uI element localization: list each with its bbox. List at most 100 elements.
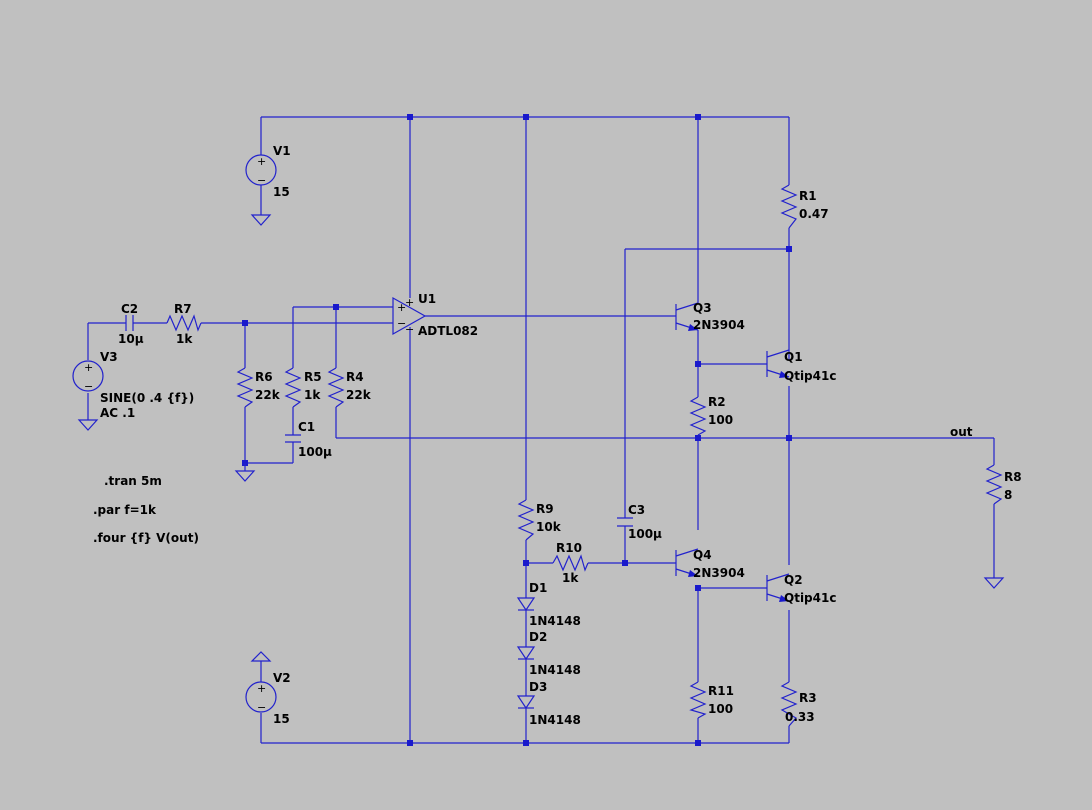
- r3-value: 0.33: [785, 710, 815, 724]
- resistor-r3[interactable]: R3 0.33: [780, 681, 817, 727]
- diode-d1[interactable]: D1 1N4148: [516, 581, 581, 628]
- r9-value: 10k: [536, 520, 562, 534]
- junction-dot: [695, 114, 701, 120]
- resistor-r9[interactable]: R9 10k: [517, 499, 562, 541]
- q3-value: 2N3904: [693, 318, 745, 332]
- source-v3[interactable]: + − V3 SINE(0 .4 {f}) AC .1: [72, 350, 194, 420]
- v1-name: V1: [273, 144, 291, 158]
- c2-name: C2: [121, 302, 138, 316]
- junction-dot: [622, 560, 628, 566]
- transistor-q2[interactable]: Q2 Qtip41c: [766, 573, 836, 605]
- q3-name: Q3: [693, 301, 712, 315]
- r11-name: R11: [708, 684, 734, 698]
- v3-name: V3: [100, 350, 118, 364]
- r5-value: 1k: [304, 388, 321, 402]
- junction-dot: [786, 435, 792, 441]
- r8-name: R8: [1004, 470, 1022, 484]
- r10-value: 1k: [562, 571, 579, 585]
- resistor-r11[interactable]: R11 100: [689, 681, 734, 719]
- v2-name: V2: [273, 671, 291, 685]
- r2-name: R2: [708, 395, 726, 409]
- junction-dot: [695, 740, 701, 746]
- q2-value: Qtip41c: [784, 591, 836, 605]
- spice-directives[interactable]: .tran 5m .par f=1k .four {f} V(out): [93, 474, 199, 545]
- junction-dot: [695, 585, 701, 591]
- directive-param[interactable]: .par f=1k: [93, 503, 157, 517]
- source-v1[interactable]: + − V1 15: [245, 144, 291, 199]
- plus-sign: +: [257, 155, 266, 168]
- plus-sign: +: [397, 301, 406, 314]
- opamp-u1[interactable]: + − + − U1 ADTL082: [392, 292, 478, 338]
- r4-value: 22k: [346, 388, 372, 402]
- v1-value: 15: [273, 185, 290, 199]
- d3-value: 1N4148: [529, 713, 581, 727]
- v3-value: SINE(0 .4 {f}): [100, 391, 194, 405]
- resistor-r2[interactable]: R2 100: [689, 395, 733, 436]
- directive-four[interactable]: .four {f} V(out): [93, 531, 199, 545]
- resistor-r5[interactable]: R5 1k: [284, 367, 322, 408]
- transistor-q3[interactable]: Q3 2N3904: [675, 301, 745, 332]
- capacitor-c1[interactable]: C1 100µ: [285, 420, 332, 459]
- plus-sign: +: [405, 296, 414, 309]
- c3-name: C3: [628, 503, 645, 517]
- junctions: [242, 114, 792, 746]
- resistor-r7[interactable]: R7 1k: [166, 302, 202, 346]
- diode-d3[interactable]: D3 1N4148: [516, 680, 581, 727]
- junction-dot: [695, 361, 701, 367]
- resistor-r6[interactable]: R6 22k: [236, 367, 281, 408]
- r10-name: R10: [556, 541, 582, 555]
- transistor-q4[interactable]: Q4 2N3904: [675, 548, 745, 580]
- junction-dot: [523, 740, 529, 746]
- r2-value: 100: [708, 413, 733, 427]
- resistor-r8[interactable]: R8 8: [985, 464, 1022, 505]
- c1-value: 100µ: [298, 445, 332, 459]
- resistor-r4[interactable]: R4 22k: [327, 367, 372, 408]
- junction-dot: [333, 304, 339, 310]
- d1-name: D1: [529, 581, 547, 595]
- directive-tran[interactable]: .tran 5m: [104, 474, 162, 488]
- ground-icon: [250, 214, 272, 226]
- resistor-r1[interactable]: R1 0.47: [780, 184, 829, 229]
- r6-name: R6: [255, 370, 273, 384]
- q1-value: Qtip41c: [784, 369, 836, 383]
- u1-name: U1: [418, 292, 436, 306]
- capacitor-c2[interactable]: C2 10µ: [118, 302, 144, 346]
- source-v2[interactable]: + − V2 15: [245, 671, 291, 726]
- plus-sign: +: [84, 361, 93, 374]
- q4-name: Q4: [693, 548, 712, 562]
- d2-value: 1N4148: [529, 663, 581, 677]
- c3-value: 100µ: [628, 527, 662, 541]
- wires: [87, 116, 995, 744]
- c2-value: 10µ: [118, 332, 144, 346]
- supply-arrow-icon: [250, 651, 272, 662]
- r11-value: 100: [708, 702, 733, 716]
- q2-name: Q2: [784, 573, 803, 587]
- minus-sign: −: [257, 701, 266, 714]
- diode-d2[interactable]: D2 1N4148: [516, 630, 581, 677]
- r1-value: 0.47: [799, 207, 829, 221]
- ground-icon: [234, 470, 256, 482]
- junction-dot: [786, 246, 792, 252]
- minus-sign: −: [397, 317, 406, 330]
- capacitor-c3[interactable]: C3 100µ: [617, 503, 662, 541]
- u1-value: ADTL082: [418, 324, 478, 338]
- r1-name: R1: [799, 189, 817, 203]
- junction-dot: [407, 740, 413, 746]
- junction-dot: [242, 320, 248, 326]
- c1-name: C1: [298, 420, 315, 434]
- ground-icon: [983, 577, 1005, 589]
- v3-ac-value: AC .1: [100, 406, 135, 420]
- v2-value: 15: [273, 712, 290, 726]
- r7-value: 1k: [176, 332, 193, 346]
- ground-icon: [77, 419, 99, 431]
- junction-dot: [523, 560, 529, 566]
- transistor-q1[interactable]: Q1 Qtip41c: [766, 349, 836, 383]
- r5-name: R5: [304, 370, 322, 384]
- d2-name: D2: [529, 630, 547, 644]
- r6-value: 22k: [255, 388, 281, 402]
- resistor-r10[interactable]: R10 1k: [552, 541, 589, 585]
- plus-sign: +: [257, 682, 266, 695]
- q4-value: 2N3904: [693, 566, 745, 580]
- minus-sign: −: [405, 323, 414, 336]
